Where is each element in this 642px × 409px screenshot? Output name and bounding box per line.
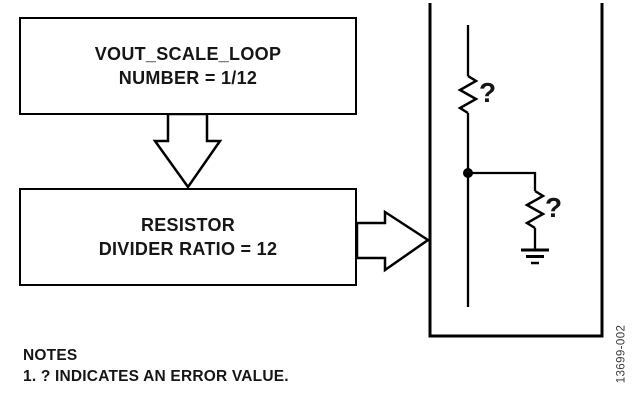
vout-box-line2: NUMBER = 1/12 <box>118 68 258 88</box>
circuit-frame <box>428 3 604 338</box>
notes-heading: NOTES <box>23 347 78 364</box>
ground-icon <box>521 248 549 265</box>
resistor-divider-circuit <box>428 3 604 338</box>
resistor-icon <box>524 189 546 230</box>
vout-box-line1: VOUT_SCALE_LOOP <box>94 44 282 64</box>
top-resistor-error-label: ? <box>479 77 497 108</box>
wire-branch <box>468 171 537 191</box>
note-item: 1. ? INDICATES AN ERROR VALUE. <box>23 368 289 385</box>
divider-box-line2: DIVIDER RATIO = 12 <box>98 239 278 259</box>
junction-dot <box>463 168 473 178</box>
down-arrow-icon <box>152 113 223 190</box>
notes-block: NOTES 1. ? INDICATES AN ERROR VALUE. <box>23 345 289 387</box>
bottom-resistor-error-label: ? <box>545 192 563 223</box>
divider-box-line1: RESISTOR <box>140 215 236 235</box>
right-arrow-icon <box>355 209 431 273</box>
vout-scale-loop-box: VOUT_SCALE_LOOP NUMBER = 1/12 <box>19 17 357 115</box>
resistor-icon <box>457 74 479 115</box>
resistor-divider-ratio-box: RESISTOR DIVIDER RATIO = 12 <box>19 188 357 286</box>
